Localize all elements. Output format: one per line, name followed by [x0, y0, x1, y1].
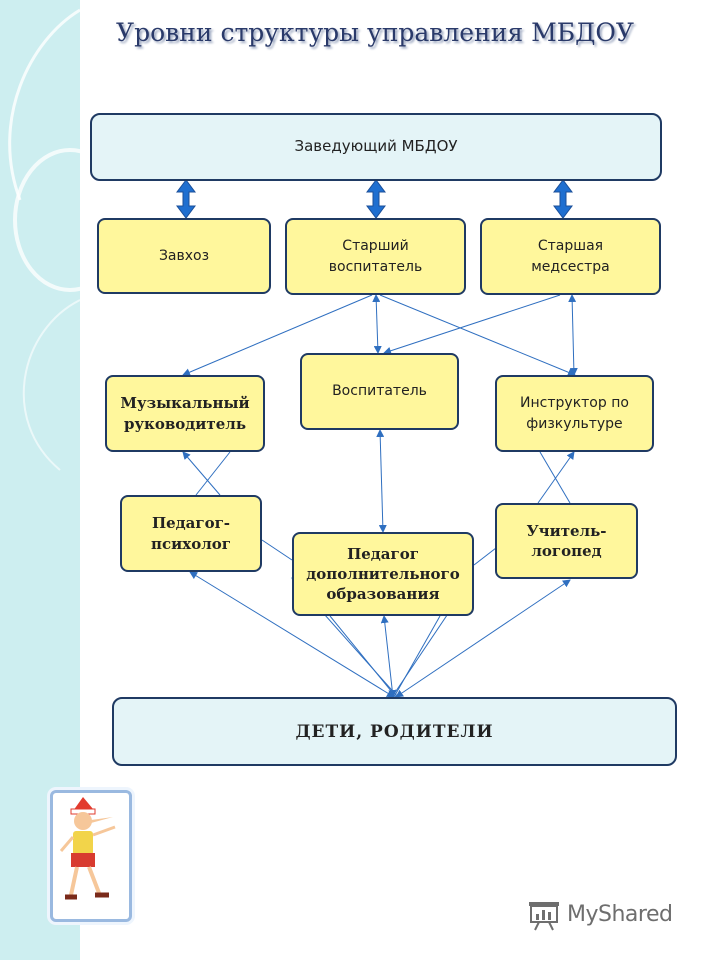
music-director-node: Музыкальный руководитель — [105, 375, 265, 452]
pinocchio-illustration — [50, 790, 132, 922]
myshared-brand-text: MyShared — [567, 902, 673, 927]
zavhoz-node: Завхоз — [97, 218, 271, 294]
psychologist-label: Педагог- психолог — [151, 514, 231, 553]
double-arrow-zavhoz — [176, 179, 196, 219]
presentation-chart-icon — [529, 902, 559, 931]
pe-instructor-label: Инструктор по физкультуре — [520, 395, 629, 432]
head-label: Заведующий МБДОУ — [294, 137, 458, 156]
educator-node: Воспитатель — [300, 353, 459, 430]
additional-education-label: Педагог дополнительного образования — [306, 544, 460, 604]
educator-label: Воспитатель — [332, 383, 427, 400]
psychologist-node: Педагог- психолог — [120, 495, 262, 572]
additional-education-node: Педагог дополнительного образования — [292, 532, 474, 616]
senior-educator-node: Старший воспитатель — [285, 218, 466, 295]
music-director-label: Музыкальный руководитель — [120, 394, 250, 433]
pe-instructor-node: Инструктор по физкультуре — [495, 375, 654, 452]
senior-nurse-label: Старшая медсестра — [531, 238, 610, 275]
decorative-sidebar — [0, 0, 80, 960]
children-parents-label: ДЕТИ, РОДИТЕЛИ — [295, 721, 494, 742]
speech-therapist-label: Учитель- логопед — [526, 521, 607, 560]
double-arrow-senior-educator — [366, 179, 386, 219]
double-arrow-senior-nurse — [553, 179, 573, 219]
speech-therapist-node: Учитель- логопед — [495, 503, 638, 579]
myshared-watermark: MyShared — [527, 898, 687, 932]
head-node: Заведующий МБДОУ — [90, 113, 662, 181]
senior-educator-label: Старший воспитатель — [328, 238, 423, 275]
children-parents-node: ДЕТИ, РОДИТЕЛИ — [112, 697, 677, 766]
zavhoz-label: Завхоз — [158, 247, 210, 264]
page-title: Уровни структуры управления МБДОУ — [116, 18, 634, 47]
senior-nurse-node: Старшая медсестра — [480, 218, 661, 295]
